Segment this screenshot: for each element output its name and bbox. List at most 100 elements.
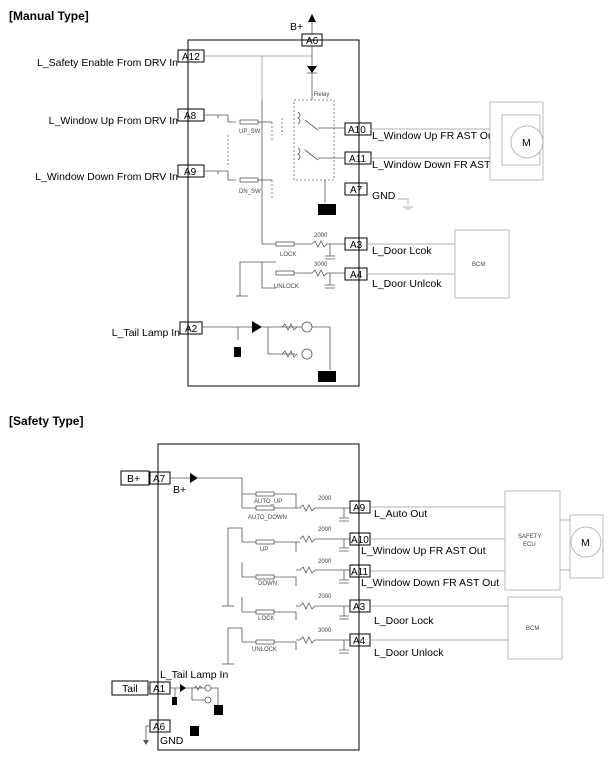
manual-r1-resistor-icon [294,240,345,248]
safety-r1-cap-icon [339,508,349,522]
manual-window-down-in-label: L_Window Down From DRV In [35,171,178,183]
svg-text:A12: A12 [182,52,200,63]
safety-down-switch: DOWN [255,574,277,587]
svg-text:A3: A3 [353,602,366,613]
safety-r5-resistor-icon [274,636,350,650]
safety-bplus-source-box: B+ [120,470,150,486]
manual-window-up-out-label: L_Window Up FR AST Out [372,130,497,142]
manual-pin-a12: A12 [177,49,205,63]
manual-relay-box [293,99,335,181]
safety-auto-out-label: L_Auto Out [374,508,427,520]
svg-text:A4: A4 [350,270,363,281]
safety-auto-feed [241,493,256,509]
safety-tail-source-box: Tail [111,680,149,696]
manual-motor-icon: M [489,101,544,181]
manual-pin-a2: A2 [179,321,203,335]
svg-text:A7: A7 [350,185,363,196]
safety-pin-a6: A6 [149,719,171,733]
safety-up-switch: UP [255,539,275,553]
svg-text:SAFETY: SAFETY [518,534,541,540]
safety-tail-ground-block-icon [172,697,177,705]
safety-r2-cap-icon [339,539,349,552]
svg-text:LOCK: LOCK [258,616,274,622]
manual-diode-icon [307,66,317,73]
manual-up-dashed-link [271,118,283,140]
manual-module-box [187,39,360,387]
svg-text:BCM: BCM [526,626,539,632]
manual-relay-ground-block-icon [318,204,336,215]
svg-text:A9: A9 [184,167,197,178]
svg-text:A11: A11 [351,567,368,578]
safety-bcm-wires [370,605,508,641]
svg-text:A1: A1 [153,684,166,695]
safety-pin-a9: A9 [349,500,371,514]
manual-door-lock-label: L_Door Lcok [372,245,432,257]
safety-bcm-box: BCM [507,596,563,660]
safety-gnd-block-icon [190,726,199,736]
svg-text:A10: A10 [348,125,366,136]
safety-gnd-label: GND [160,735,184,747]
manual-r1-cap-icon [325,244,335,260]
safety-door-lock-label: L_Door Lock [374,615,434,627]
safety-tail-lamp-label: L_Tail Lamp In [160,669,228,681]
svg-text:A9: A9 [353,503,366,514]
manual-gnd-symbol-icon [398,198,413,210]
manual-led-wires [262,326,331,370]
manual-pin-a7: A7 [344,182,368,196]
svg-text:A4: A4 [353,636,366,647]
safety-b-feed [198,477,243,494]
svg-text:DOWN: DOWN [258,581,277,587]
safety-up-feed [227,527,256,606]
safety-pin-a7: A7 [149,471,171,485]
safety-r2-value: 2000 [318,527,332,533]
safety-door-unlock-label: L_Door Unlock [374,647,444,659]
safety-r2-resistor-icon [274,535,350,552]
manual-tail-lamp-label: L_Tail Lamp In [112,327,180,339]
manual-tail-diode-icon [252,321,262,333]
safety-pin-a3: A3 [349,599,371,613]
safety-ecu-box: SAFETY ECU [504,490,561,591]
safety-pin-a4: A4 [349,633,371,647]
safety-window-up-out-label: L_Window Up FR AST Out [361,545,486,557]
safety-r3-cap-icon [339,570,349,584]
manual-door-unlock-label: L_Door Unlcok [372,278,442,290]
svg-text:LOCK: LOCK [280,252,296,258]
safety-unlock-switch: UNLOCK [252,639,277,653]
manual-bplus-arrow-icon [308,14,316,22]
manual-r2-value: 3000 [314,262,328,268]
svg-text:AUTO_UP: AUTO_UP [254,499,282,505]
manual-dn-dashed-link [227,135,273,198]
manual-lock-feed-wire [261,100,276,245]
safety-down-feed [241,562,256,578]
manual-bcm-wires [367,243,455,275]
manual-type-title: [Manual Type] [9,9,89,23]
manual-unlock-switch: UNLOCK [274,270,299,290]
svg-text:B+: B+ [127,473,140,485]
manual-bcm-box: BCM [454,229,510,299]
manual-window-down-out-label: L_Window Down FR AST Out [372,159,510,171]
svg-text:BCM: BCM [472,262,485,268]
safety-r1-resistor-icon [274,493,350,512]
manual-lock-switch: LOCK [275,241,296,258]
safety-gnd-arrow-icon [143,740,149,745]
manual-relay-coils [297,111,346,161]
safety-r5-cap-icon [339,640,349,654]
manual-up-switch: UP_SW [239,119,272,135]
manual-window-up-in-label: L_Window Up From DRV In [49,115,179,127]
manual-r2-resistor-icon [294,269,345,277]
safety-tail-wire [170,687,180,697]
safety-r4-resistor-icon [274,602,350,620]
svg-text:UP: UP [260,547,268,553]
svg-text:A10: A10 [351,535,369,546]
safety-r3-resistor-icon [274,566,350,586]
svg-text:UNLOCK: UNLOCK [252,647,277,653]
svg-text:DN_SW: DN_SW [239,189,261,195]
safety-r3-value: 2000 [318,559,332,565]
safety-r4-value: 2000 [318,594,332,600]
manual-r2-cap-icon [325,273,335,289]
manual-pin-a8: A8 [177,108,205,122]
safety-tail-diode-icon [180,684,186,692]
svg-text:AUTO_DOWN: AUTO_DOWN [248,515,287,521]
manual-pin-a3: A3 [344,237,368,251]
